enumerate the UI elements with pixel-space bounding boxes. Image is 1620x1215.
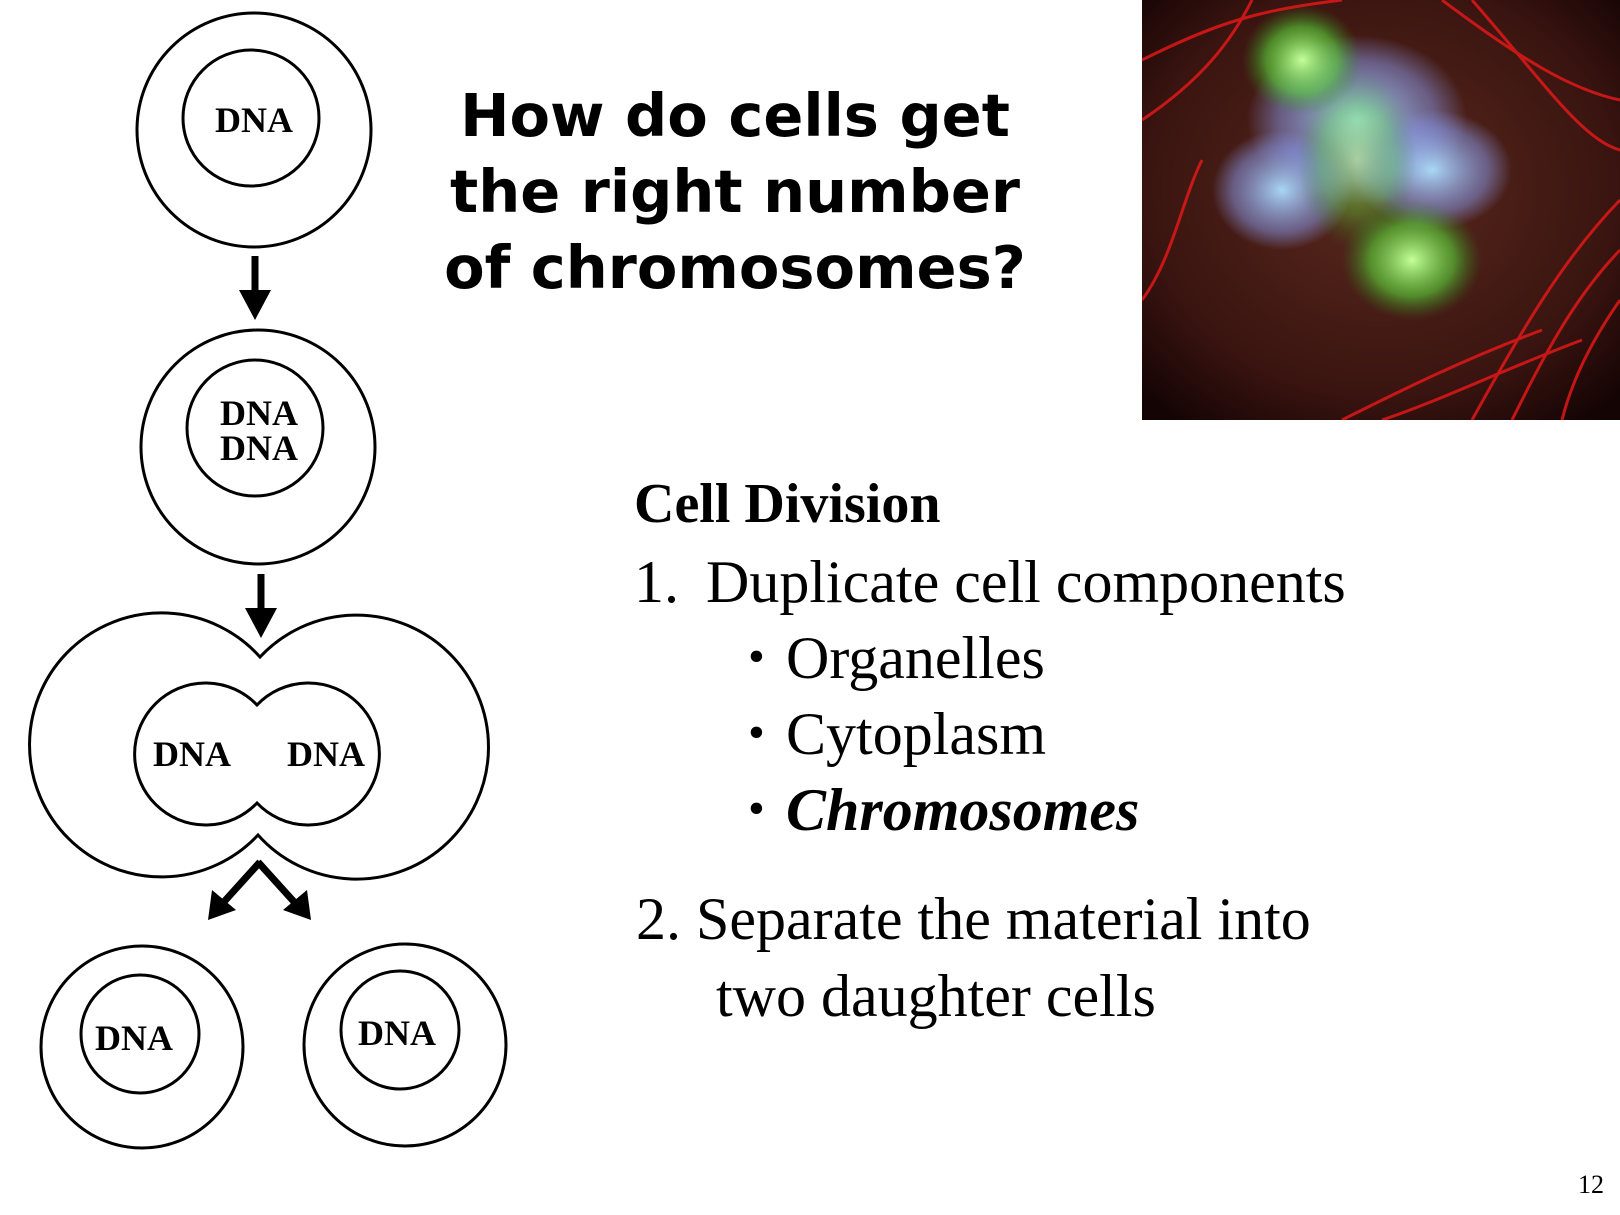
dividing-cell-membrane: [28, 611, 490, 881]
daughter-cell-left-membrane: [39, 944, 245, 1150]
duplicating-nucleus: [185, 358, 325, 498]
dna-label: DNA: [220, 393, 298, 433]
dna-label: DNA: [215, 100, 293, 140]
dna-label: DNA: [358, 1013, 436, 1053]
bullet-icon: •: [748, 706, 765, 759]
bullet-item: • Chromosomes: [748, 776, 1139, 845]
bullet-icon: •: [748, 782, 765, 835]
step-1-text: Duplicate cell components: [706, 549, 1346, 615]
daughter-cell-right-nucleus: [339, 969, 461, 1091]
bullet-item: • Cytoplasm: [748, 700, 1046, 769]
daughter-cell-left-nucleus: [79, 973, 201, 1095]
title-line: the right number: [450, 157, 1020, 226]
mitosis-micrograph-image: [1142, 0, 1620, 420]
bullet-icon: •: [748, 630, 765, 683]
parent-cell-membrane: [135, 11, 373, 249]
arrow-right-shaft: [255, 859, 299, 907]
bullet-item: • Organelles: [748, 624, 1045, 693]
title-line: How do cells get: [460, 81, 1010, 150]
dna-label: DNA: [220, 428, 298, 468]
duplicating-cell-membrane: [139, 328, 377, 566]
dna-label: DNA: [153, 734, 231, 774]
section-heading: Cell Division: [634, 473, 941, 535]
bullet-text: Organelles: [786, 625, 1045, 691]
step-1-number: 1.: [634, 549, 679, 615]
step-2-line-2: two daughter cells: [716, 963, 1156, 1029]
arrow-down-2-head: [245, 608, 277, 638]
step-2-line-1: 2. Separate the material into: [636, 886, 1311, 952]
arrow-right-head: [283, 890, 311, 920]
slide-title: How do cells get the right number of chr…: [410, 78, 1060, 306]
step-1: 1. Duplicate cell components: [634, 548, 1346, 617]
arrow-left-head: [208, 890, 236, 920]
dividing-nucleus: [133, 681, 381, 827]
title-line: of chromosomes?: [444, 233, 1026, 302]
arrow-left-shaft: [219, 859, 263, 907]
bullet-text: Cytoplasm: [786, 701, 1047, 767]
daughter-cell-right-membrane: [302, 942, 508, 1148]
page-number: 12: [1578, 1170, 1604, 1199]
dna-label: DNA: [287, 734, 365, 774]
bullet-text: Chromosomes: [786, 777, 1140, 843]
parent-nucleus: [181, 48, 321, 188]
dna-label: DNA: [95, 1018, 173, 1058]
arrow-down-1-head: [239, 290, 271, 320]
cell-division-diagram: DNA DNA DNA DNA DNA DNA DNA: [28, 11, 508, 1150]
